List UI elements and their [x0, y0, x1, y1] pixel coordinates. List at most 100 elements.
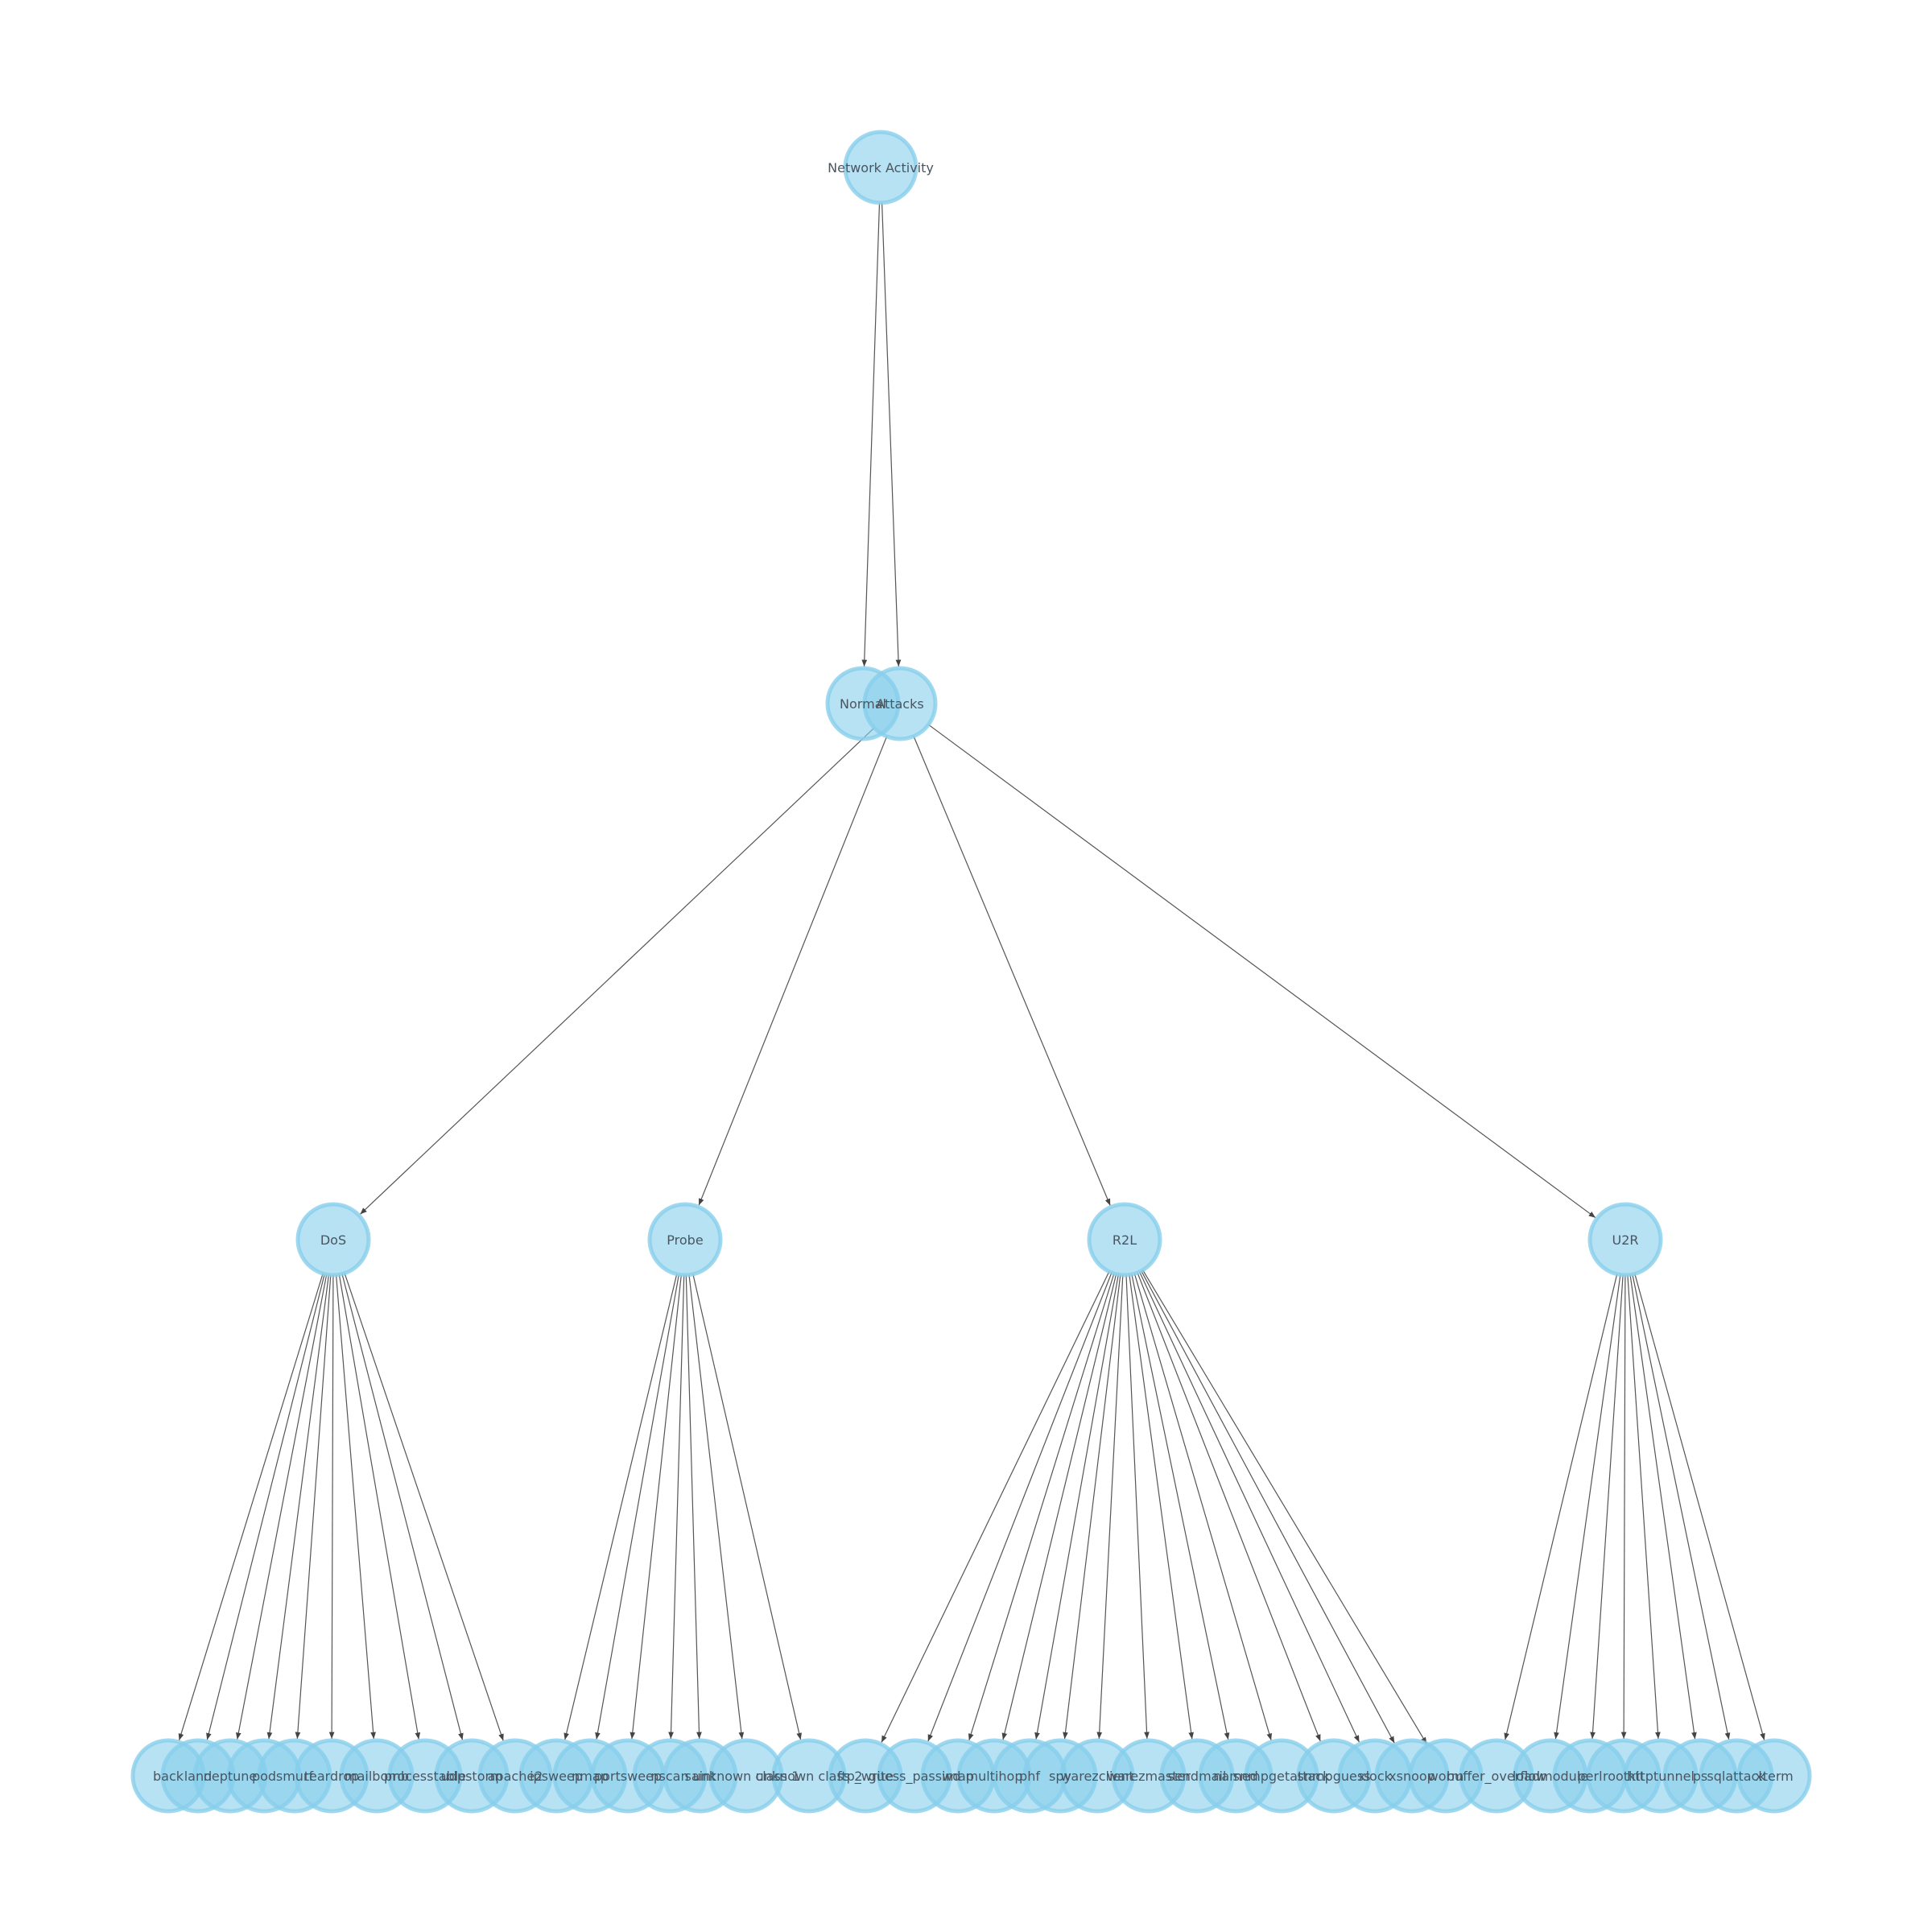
edge-probe-to-nmap — [595, 1274, 679, 1740]
node-label-probe: Probe — [667, 1232, 703, 1248]
edge-u2r-to-sqlattack — [1632, 1274, 1731, 1740]
node-label-portsweep: portsweep — [594, 1769, 662, 1784]
node-label-buffer-overflow: buffer_overflow — [1447, 1769, 1546, 1785]
node-label-imap: imap — [942, 1769, 974, 1784]
edge-u2r-to-httptunnel — [1627, 1274, 1661, 1740]
node-label-warezmaster: warezmaster — [1107, 1769, 1191, 1784]
edge-attacks-to-u2r — [928, 724, 1596, 1219]
edge-r2l-to-imap — [968, 1273, 1115, 1741]
node-label-land: land — [184, 1769, 213, 1784]
node-label-unknown-class-1: unknown class 1 — [693, 1769, 800, 1784]
node-label-multihop: multihop — [966, 1769, 1023, 1784]
edge-dos-to-neptune — [235, 1274, 328, 1740]
edge-probe-to-ipsweep — [564, 1274, 678, 1740]
node-label-sqlattack: sqlattack — [1707, 1769, 1766, 1784]
node-label-xlock: xlock — [1358, 1769, 1393, 1784]
edge-r2l-to-snmpgetattack — [1133, 1274, 1272, 1741]
node-label-u2r: U2R — [1612, 1232, 1638, 1248]
edge-r2l-to-warezmaster — [1125, 1274, 1150, 1740]
edge-probe-to-unknown-class-2 — [692, 1274, 802, 1740]
node-label-httptunnel: httptunnel — [1627, 1769, 1695, 1784]
node-label-normal: Normal — [840, 696, 886, 712]
node-label-loadmodule: loadmodule — [1513, 1769, 1588, 1784]
edge-u2r-to-loadmodule — [1554, 1274, 1621, 1740]
node-label-spy: spy — [1049, 1769, 1071, 1784]
edge-probe-to-portsweep — [630, 1274, 682, 1740]
edge-network-activity-to-normal — [861, 202, 881, 667]
node-label-xterm: xterm — [1755, 1769, 1793, 1784]
edge-r2l-to-phf — [1034, 1274, 1119, 1740]
node-label-ipsweep: ipsweep — [530, 1769, 583, 1784]
edge-network-activity-to-attacks — [881, 202, 902, 667]
node-label-r2l: R2L — [1113, 1232, 1137, 1248]
edge-u2r-to-perl — [1590, 1274, 1624, 1740]
node-label-dos: DoS — [320, 1232, 346, 1248]
node-probe — [647, 1202, 723, 1278]
edge-r2l-to-multihop — [1001, 1274, 1117, 1740]
node-r2l — [1087, 1202, 1162, 1278]
node-attacks — [862, 666, 938, 741]
node-label-ftp-write: ftp_write — [837, 1769, 894, 1785]
node-label-xsnoop: xsnoop — [1389, 1769, 1435, 1784]
edges-layer — [178, 202, 1765, 1744]
edge-r2l-to-xlock — [1139, 1271, 1360, 1743]
edge-r2l-to-worm — [1142, 1269, 1427, 1744]
edge-attacks-to-probe — [698, 736, 888, 1206]
node-label-network-activity: Network Activity — [828, 160, 934, 175]
node-label-named: named — [1213, 1769, 1258, 1784]
node-u2r — [1587, 1202, 1663, 1278]
edge-probe-to-nscan — [668, 1274, 685, 1740]
edge-r2l-to-named — [1131, 1274, 1230, 1740]
node-label-phf: phf — [1019, 1769, 1040, 1784]
edge-dos-to-mailbomb — [336, 1274, 376, 1740]
node-label-unknown-class-2: unknown class 2 — [756, 1769, 863, 1784]
edge-attacks-to-r2l — [913, 736, 1111, 1206]
edge-r2l-to-sendmail — [1129, 1274, 1195, 1740]
edge-u2r-to-ps — [1629, 1274, 1697, 1740]
node-label-neptune: neptune — [204, 1769, 258, 1784]
node-label-teardrop: teardrop — [304, 1769, 360, 1784]
node-xterm — [1736, 1738, 1812, 1814]
node-label-back: back — [153, 1769, 184, 1784]
node-label-saint: saint — [685, 1769, 716, 1784]
node-label-nmap: nmap — [572, 1769, 609, 1784]
edge-attacks-to-dos — [359, 727, 875, 1215]
edge-probe-to-saint — [685, 1274, 702, 1740]
edge-r2l-to-guess-passwd — [927, 1272, 1113, 1742]
node-label-processtable: processtable — [384, 1769, 466, 1784]
edge-r2l-to-snmpguess — [1137, 1272, 1321, 1742]
edge-dos-to-smurf — [295, 1274, 332, 1740]
node-label-perl: perl — [1577, 1769, 1602, 1784]
edge-r2l-to-warezclient — [1096, 1274, 1124, 1740]
edge-dos-to-teardrop — [328, 1274, 335, 1740]
edge-r2l-to-ftp-write — [881, 1271, 1110, 1743]
node-label-warezclient: warezclient — [1060, 1769, 1133, 1784]
node-label-snmpgetattack: snmpgetattack — [1233, 1769, 1331, 1784]
node-label-ps: ps — [1693, 1769, 1708, 1784]
node-label-snmpguess: snmpguess — [1297, 1769, 1370, 1784]
node-label-attacks: Attacks — [876, 696, 923, 712]
edge-u2r-to-xterm — [1634, 1274, 1765, 1740]
edge-dos-to-back — [178, 1273, 324, 1741]
node-label-guess-passwd: guess_passwd — [869, 1769, 961, 1785]
edge-r2l-to-spy — [1063, 1274, 1121, 1740]
node-label-sendmail: sendmail — [1168, 1769, 1227, 1784]
node-label-apache2: apache2 — [488, 1769, 543, 1784]
node-label-pod: pod — [252, 1769, 276, 1784]
edge-u2r-to-buffer-overflow — [1504, 1274, 1618, 1740]
node-label-smurf: smurf — [276, 1769, 314, 1784]
node-label-mailbomb: mailbomb — [345, 1769, 409, 1784]
node-network-activity — [843, 130, 919, 205]
edge-u2r-to-rootkit — [1620, 1274, 1627, 1740]
node-label-udpstorm: udpstorm — [441, 1769, 503, 1784]
edge-dos-to-udpstorm — [341, 1274, 464, 1740]
edge-r2l-to-xsnoop — [1141, 1270, 1395, 1744]
node-label-worm: worm — [1428, 1769, 1464, 1784]
node-dos — [295, 1202, 371, 1278]
edge-dos-to-processtable — [338, 1274, 421, 1740]
nodes-layer — [130, 130, 1812, 1814]
edge-probe-to-unknown-class-1 — [688, 1274, 745, 1740]
node-label-rootkit: rootkit — [1603, 1769, 1645, 1784]
